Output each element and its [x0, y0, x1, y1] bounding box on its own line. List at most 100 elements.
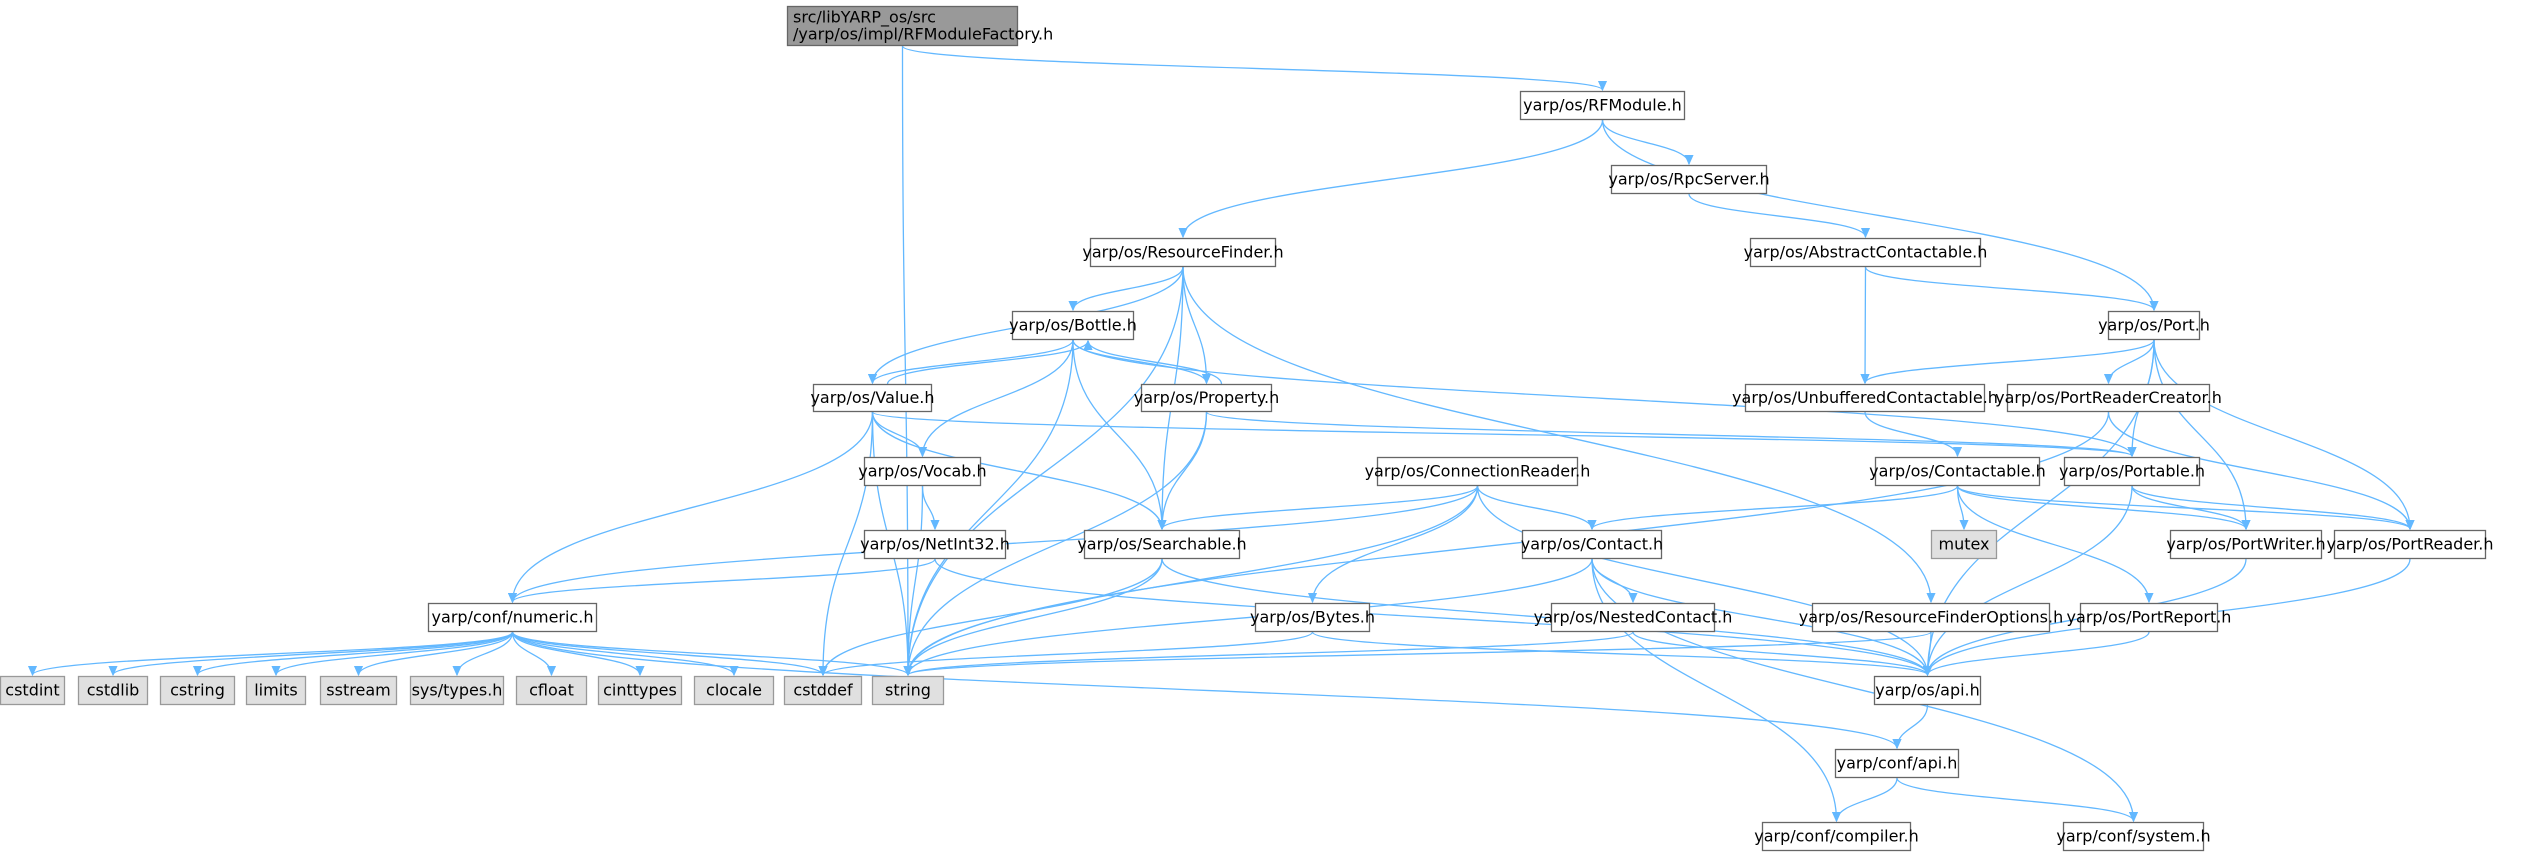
node-vocab[interactable]: yarp/os/Vocab.h — [858, 456, 987, 487]
node-rfoptions[interactable]: yarp/os/ResourceFinderOptions.h — [1799, 602, 2063, 633]
node-bytes[interactable]: yarp/os/Bytes.h — [1250, 602, 1375, 633]
node-portreader[interactable]: yarp/os/PortReader.h — [2326, 529, 2494, 560]
node-box-prcreator — [2006, 383, 2211, 413]
edge-numeric-to-cfloat — [511, 631, 552, 675]
edge-bytes-to-cstddef — [823, 631, 1314, 675]
node-root[interactable]: src/libYARP_os/src/yarp/os/impl/RFModule… — [786, 5, 1054, 47]
node-clocale[interactable]: clocale — [693, 675, 775, 706]
node-label-system: yarp/conf/system.h — [2056, 827, 2210, 846]
edge-bottle-to-searchable — [1072, 339, 1162, 529]
node-label-portreport: yarp/os/PortReport.h — [2067, 608, 2232, 627]
node-box-cfloat — [515, 675, 588, 706]
node-label-bottle: yarp/os/Bottle.h — [1009, 316, 1137, 335]
node-portwriter[interactable]: yarp/os/PortWriter.h — [2166, 529, 2326, 560]
node-label-bytes: yarp/os/Bytes.h — [1250, 608, 1375, 627]
node-box-limits — [245, 675, 307, 706]
node-system[interactable]: yarp/conf/system.h — [2056, 821, 2211, 852]
edge-contactable-to-portreader — [1956, 485, 2411, 529]
node-box-port — [2107, 310, 2201, 341]
node-box-bytes — [1254, 602, 1371, 633]
node-port[interactable]: yarp/os/Port.h — [2098, 310, 2210, 341]
node-box-cinttypes — [597, 675, 683, 706]
edge-vocab-to-netint32 — [921, 485, 936, 529]
edge-property-to-string — [908, 411, 1208, 675]
node-box-rfoptions — [1811, 602, 2051, 633]
edge-nested-to-string — [908, 631, 1634, 675]
node-label-numeric: yarp/conf/numeric.h — [432, 608, 594, 627]
node-property[interactable]: yarp/os/Property.h — [1134, 383, 1280, 413]
node-connreader[interactable]: yarp/os/ConnectionReader.h — [1365, 456, 1591, 487]
node-box-systypes — [409, 675, 505, 706]
edge-contact-to-compiler — [1591, 558, 1837, 821]
edge-connreader-to-string — [908, 485, 1479, 675]
edge-numeric-to-cstdint — [33, 631, 514, 675]
edge-bottle-to-portable — [1072, 339, 2132, 456]
node-portreport[interactable]: yarp/os/PortReport.h — [2067, 602, 2232, 633]
node-resfinder[interactable]: yarp/os/ResourceFinder.h — [1082, 237, 1284, 268]
node-box-property — [1140, 383, 1273, 413]
node-confapi[interactable]: yarp/conf/api.h — [1834, 748, 1960, 779]
node-searchable[interactable]: yarp/os/Searchable.h — [1077, 529, 1247, 560]
edge-connreader-to-contact — [1476, 485, 1593, 529]
node-value[interactable]: yarp/os/Value.h — [810, 383, 935, 413]
node-prcreator[interactable]: yarp/os/PortReaderCreator.h — [1995, 383, 2222, 413]
node-sstream[interactable]: sstream — [319, 675, 398, 706]
node-netint32[interactable]: yarp/os/NetInt32.h — [860, 529, 1010, 560]
node-label-rfmodule: yarp/os/RFModule.h — [1523, 96, 1682, 115]
node-label-contact: yarp/os/Contact.h — [1521, 535, 1663, 554]
edge-value-to-bottle — [886, 341, 1089, 385]
node-string[interactable]: string — [871, 675, 945, 706]
edge-property-to-bottle — [1088, 341, 1223, 385]
node-cstdlib[interactable]: cstdlib — [77, 675, 149, 706]
node-bottle[interactable]: yarp/os/Bottle.h — [1009, 310, 1137, 341]
node-box-cstring — [159, 675, 236, 706]
node-cinttypes[interactable]: cinttypes — [597, 675, 683, 706]
edge-prcreator-to-portreader — [2107, 411, 2411, 529]
node-systypes[interactable]: sys/types.h — [409, 675, 505, 706]
node-box-netint32 — [863, 529, 1007, 560]
edge-port-to-portreader — [2153, 339, 2410, 529]
node-label-contactable: yarp/os/Contactable.h — [1869, 462, 2046, 481]
node-contactable[interactable]: yarp/os/Contactable.h — [1869, 456, 2046, 487]
node-cstdint[interactable]: cstdint — [0, 675, 66, 706]
node-cstring[interactable]: cstring — [159, 675, 236, 706]
edge-rfoptions-to-string — [908, 631, 1932, 675]
node-compiler[interactable]: yarp/conf/compiler.h — [1754, 821, 1919, 852]
node-box-connreader — [1376, 456, 1579, 487]
node-rpcserver[interactable]: yarp/os/RpcServer.h — [1608, 164, 1770, 195]
node-label-string: string — [885, 681, 931, 700]
node-rfmodule[interactable]: yarp/os/RFModule.h — [1519, 90, 1686, 121]
edge-numeric-to-sstream — [359, 631, 514, 675]
node-nested[interactable]: yarp/os/NestedContact.h — [1534, 602, 1733, 633]
node-label-cstring: cstring — [170, 681, 225, 700]
node-label-value: yarp/os/Value.h — [810, 388, 934, 407]
edge-rfmodule-to-port — [1601, 119, 2155, 310]
node-abscont[interactable]: yarp/os/AbstractContactable.h — [1744, 237, 1988, 268]
node-label-port: yarp/os/Port.h — [2098, 316, 2210, 335]
node-cfloat[interactable]: cfloat — [515, 675, 588, 706]
edge-abscont-to-port — [1864, 266, 2155, 310]
edge-searchable-to-cstddef — [823, 558, 1163, 675]
node-contact[interactable]: yarp/os/Contact.h — [1521, 529, 1663, 560]
edges-layer — [33, 45, 2411, 821]
node-label-cstddef: cstddef — [793, 681, 853, 700]
node-box-value — [812, 383, 933, 413]
edge-rfmodule-to-resfinder — [1183, 119, 1604, 237]
edge-bottle-to-string — [908, 339, 1074, 675]
node-label-cstdint: cstdint — [5, 681, 59, 700]
edge-root-to-rfmodule — [901, 45, 1603, 90]
node-cstddef[interactable]: cstddef — [783, 675, 863, 706]
node-osapi[interactable]: yarp/os/api.h — [1873, 675, 1982, 706]
edge-unbuf-to-contactable — [1864, 411, 1958, 456]
edge-property-to-searchable — [1162, 411, 1208, 529]
edge-bottle-to-value — [873, 339, 1074, 383]
node-numeric[interactable]: yarp/conf/numeric.h — [427, 602, 598, 633]
node-box-cstddef — [783, 675, 863, 706]
node-label-property: yarp/os/Property.h — [1134, 388, 1280, 407]
node-mutex[interactable]: mutex — [1930, 529, 1998, 560]
node-limits[interactable]: limits — [245, 675, 307, 706]
node-label-abscont: yarp/os/AbstractContactable.h — [1744, 243, 1988, 262]
edge-netint32-to-osapi — [934, 558, 1928, 675]
node-unbuf[interactable]: yarp/os/UnbufferedContactable.h — [1732, 383, 1998, 413]
node-portable[interactable]: yarp/os/Portable.h — [2059, 456, 2205, 487]
